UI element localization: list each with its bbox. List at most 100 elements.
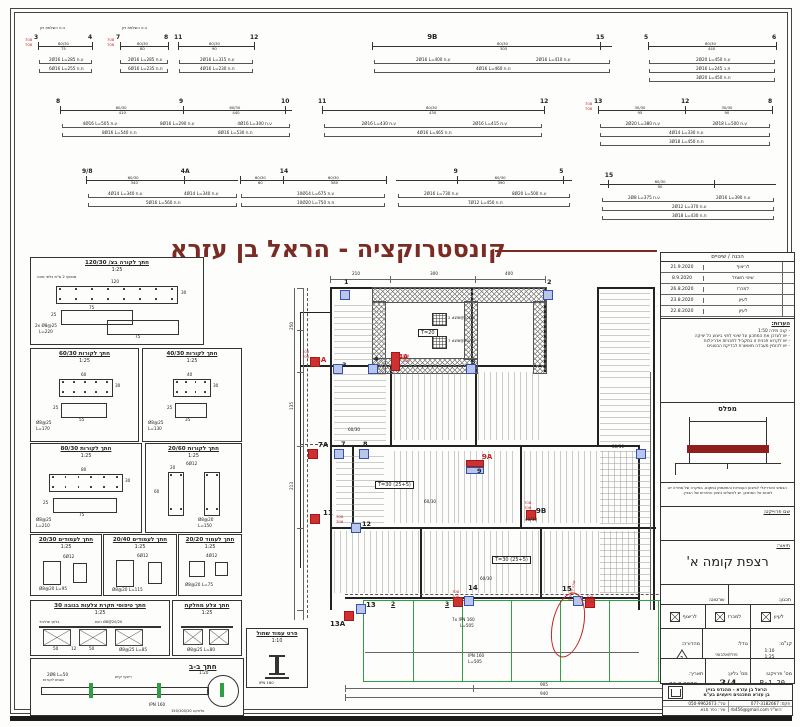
rebar-dot xyxy=(185,391,187,393)
revision-flag-line: 708 xyxy=(25,37,33,42)
detail-title: חתך לקורות 80/30 xyxy=(60,446,112,452)
dimension-line xyxy=(330,279,546,280)
level-label: מפלס xyxy=(718,405,737,413)
detail-text: IPN 160 xyxy=(259,680,274,685)
span-length: 410 xyxy=(118,110,126,115)
detail-title: חתך לקורות 60/30 xyxy=(59,351,110,357)
detail-text: 25 xyxy=(43,500,49,505)
rebar-hook xyxy=(773,69,775,73)
dimension-tick xyxy=(345,685,346,692)
rebar-dot xyxy=(62,381,64,383)
axis-number: 13 xyxy=(594,98,603,105)
rebar-hook xyxy=(649,69,651,73)
plan-label: 8 xyxy=(363,440,368,448)
axis-tick xyxy=(597,106,599,114)
detail-text: ריצוף קיים xyxy=(115,674,132,679)
axis-number: 9/8 xyxy=(82,168,93,175)
plan-label: 13 xyxy=(366,601,376,609)
rebar-hook xyxy=(324,133,326,137)
rebar-line xyxy=(599,127,771,128)
dimension-tick xyxy=(297,446,304,447)
level-wall xyxy=(689,421,690,463)
rebar-callout: 8Ø16 L=530 ת.ת xyxy=(218,130,253,135)
rebar-hook xyxy=(252,69,254,73)
rebar-callout: 2Ø20 L=450 ע.ת xyxy=(696,57,731,62)
plan-label: 213 xyxy=(289,482,294,490)
meta-row-2: מס' פרויקט: 20 P-1 מס' גליון: 3/4 תאריך:… xyxy=(660,658,795,691)
dimension-tick xyxy=(330,276,331,283)
axis-tick xyxy=(239,176,241,184)
slab-thickness-label: T=30 (25+5) xyxy=(492,556,531,564)
revision-mark-cell xyxy=(782,273,794,283)
revision-flag-line: 708 xyxy=(585,101,593,106)
wall xyxy=(330,287,332,610)
span-size: 60/30 xyxy=(494,174,506,180)
size-label: גודל: xyxy=(737,641,748,647)
status-check-label: לעיון xyxy=(773,614,784,620)
wall xyxy=(597,287,599,445)
section-outline xyxy=(59,379,113,397)
dimension-line xyxy=(650,372,651,610)
dashed-line xyxy=(300,444,328,445)
ribbed-slab-area xyxy=(600,531,650,593)
detail-text: L=150 xyxy=(198,523,212,528)
rebar-line xyxy=(374,63,610,64)
company-name-2: בן עזרא מתכננים ויועצים בע"מ xyxy=(703,692,770,698)
plan-label: 2 xyxy=(547,278,552,286)
note-item: - יש להזמין מעבדה מאושרת לבדיקת הבטונים xyxy=(707,344,790,349)
detail-text: 25 xyxy=(167,405,173,410)
rebar-dot xyxy=(176,391,178,393)
plan-label: 940 xyxy=(540,691,548,696)
level-tick xyxy=(727,463,728,469)
dimension-tick xyxy=(390,276,391,283)
detail-scale: 1:25 xyxy=(204,544,216,550)
column-marker-red xyxy=(310,514,320,524)
wall xyxy=(345,597,639,599)
level-top-line xyxy=(689,421,767,422)
span-length: 90 xyxy=(212,46,217,51)
detail-text: 40 xyxy=(187,372,193,377)
column-marker-red xyxy=(453,597,463,607)
rebar-dot xyxy=(91,298,93,300)
detail-text: 75 xyxy=(89,305,95,310)
rebar-dot xyxy=(194,391,197,393)
meta-row-1: קנ"מ: 1:101:251:50 גודל: פוליו/אלבומי מה… xyxy=(660,628,795,669)
rebar-hook xyxy=(38,60,40,64)
rebar-hook xyxy=(599,124,601,128)
detail-text: 2Ø8 L=50 xyxy=(47,672,69,677)
plan-label: 60/30 xyxy=(424,499,437,504)
ribbed-slab-area xyxy=(478,372,542,440)
revision-header: הכנה / שינויים xyxy=(661,253,794,262)
rebar-dot xyxy=(90,476,92,478)
axis-number: 5 xyxy=(559,168,564,175)
rebar-callout: 8Ø16 L=540 ת.ת xyxy=(102,130,137,135)
mesh-label: 2 #Ø8@20/20 xyxy=(448,315,475,320)
rebar-hook xyxy=(540,133,542,137)
rebar-hook xyxy=(374,60,376,64)
level-note-box: הבסיס האדריכלי לביצוע העבודות והתאמתן במ… xyxy=(660,482,795,508)
axis-tick xyxy=(714,180,715,188)
column-marker-blue xyxy=(636,449,646,459)
rebar-callout: 4Ø14 L=330 ע.ת xyxy=(669,130,704,135)
axis-number: 12 xyxy=(250,34,259,41)
rebar-callout: 2Ø16 L=245 ת.ב xyxy=(696,66,731,71)
plan-label: 400 xyxy=(505,271,513,276)
axis-tick xyxy=(385,176,387,184)
wall xyxy=(330,527,656,529)
revision-flag-line: 706 xyxy=(452,593,460,599)
rebar-hook xyxy=(178,60,180,64)
plan-label: 15 xyxy=(562,585,572,593)
ribbed-slab-area xyxy=(600,450,650,524)
axis-tick xyxy=(85,176,87,184)
axis-tick xyxy=(167,42,169,50)
rebar-hook xyxy=(769,124,771,128)
rebar-dot xyxy=(52,476,54,478)
note-item: - קנה מידה 1:50 xyxy=(758,329,790,334)
detail-text: 60 xyxy=(81,372,87,377)
